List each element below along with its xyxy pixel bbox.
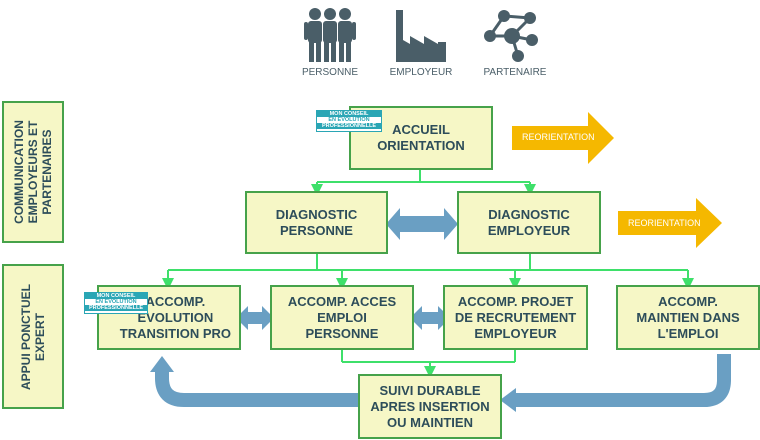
logo-line: EN ÉVOLUTION bbox=[95, 299, 137, 305]
return-arrow-right-head bbox=[500, 388, 516, 412]
double-arrow-acces-projet bbox=[410, 306, 450, 330]
reorientation-arrow-2 bbox=[618, 198, 722, 248]
return-arrow-right bbox=[516, 354, 731, 407]
actor-label: PARTENAIRE bbox=[483, 67, 547, 78]
box-accomp-maintien: ACCOMP. MAINTIEN DANS L'EMPLOI bbox=[616, 285, 760, 350]
box-suivi-durable: SUIVI DURABLE APRES INSERTION OU MAINTIE… bbox=[358, 374, 502, 439]
box-diagnostic-employeur: DIAGNOSTIC EMPLOYEUR bbox=[457, 191, 601, 254]
box-accomp-acces: ACCOMP. ACCES EMPLOI PERSONNE bbox=[270, 285, 414, 350]
reorientation-label: REORIENTATION bbox=[522, 132, 595, 142]
double-arrow-evolution-acces bbox=[236, 306, 274, 330]
logo-line: MON CONSEIL bbox=[85, 293, 147, 299]
return-arrow-left bbox=[155, 372, 362, 407]
double-arrow-diagnostics bbox=[386, 208, 458, 240]
actor-employeur: EMPLOYEUR bbox=[376, 6, 466, 82]
network-icon bbox=[484, 10, 538, 62]
reorientation-arrow-1 bbox=[512, 112, 614, 164]
logo-line: PROFESSIONNELLE bbox=[317, 123, 381, 129]
side-label-communication: COMMUNICATION EMPLOYEURS ET PARTENAIRES bbox=[2, 101, 64, 243]
actor-partenaire: PARTENAIRE bbox=[470, 6, 560, 82]
logo-line: MON CONSEIL bbox=[317, 111, 381, 117]
actor-personne: PERSONNE bbox=[285, 6, 375, 82]
people-icon bbox=[304, 8, 356, 62]
factory-icon bbox=[396, 10, 446, 62]
mon-conseil-logo: MON CONSEIL EN ÉVOLUTION PROFESSIONNELLE bbox=[84, 292, 148, 314]
box-accomp-evolution: ACCOMP. EVOLUTION TRANSITION PRO bbox=[97, 285, 241, 350]
actor-label: EMPLOYEUR bbox=[389, 67, 453, 78]
actor-label: PERSONNE bbox=[301, 67, 359, 78]
logo-line: PROFESSIONNELLE bbox=[85, 305, 147, 311]
return-arrow-left-head bbox=[150, 356, 174, 372]
logo-line: EN ÉVOLUTION bbox=[328, 117, 370, 123]
box-diagnostic-personne: DIAGNOSTIC PERSONNE bbox=[245, 191, 388, 254]
side-label-appui: APPUI PONCTUEL EXPERT bbox=[2, 264, 64, 409]
mon-conseil-logo: MON CONSEIL EN ÉVOLUTION PROFESSIONNELLE bbox=[316, 110, 382, 132]
box-accomp-projet: ACCOMP. PROJET DE RECRUTEMENT EMPLOYEUR bbox=[443, 285, 588, 350]
reorientation-label: REORIENTATION bbox=[628, 218, 701, 228]
